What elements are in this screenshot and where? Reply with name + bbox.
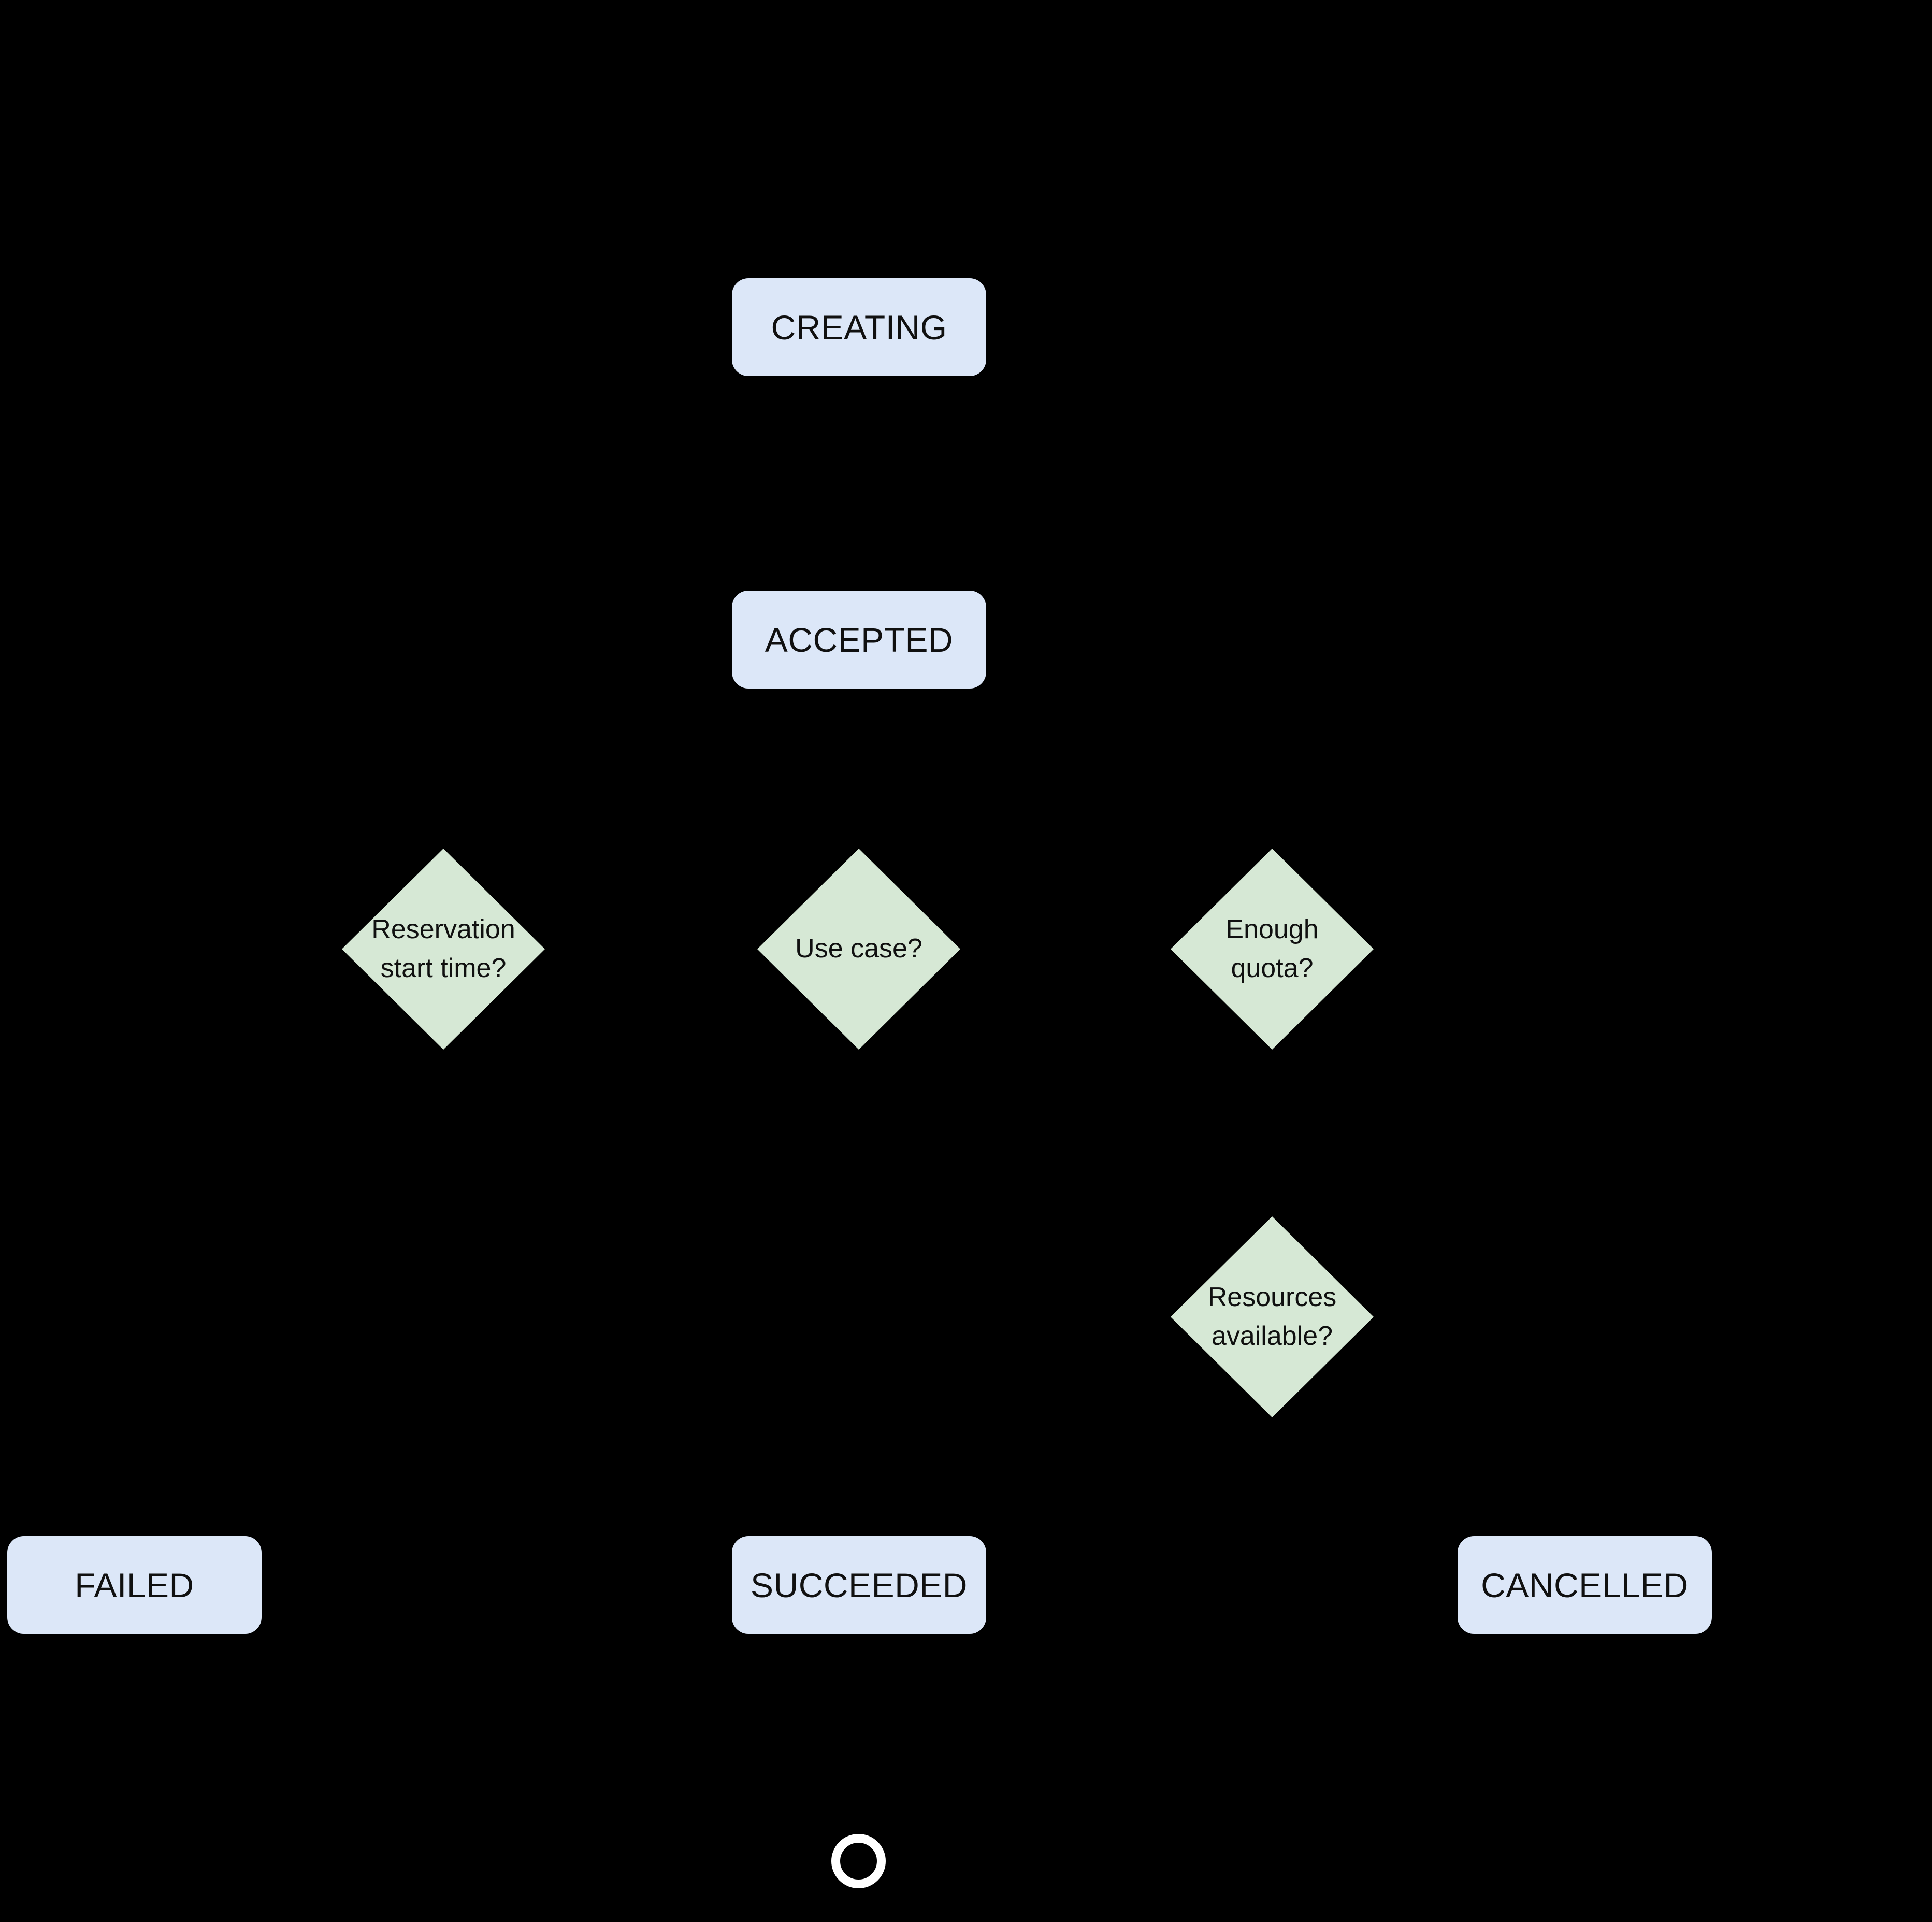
state-node-creating[interactable]: CREATING [732, 278, 986, 376]
edge-failed-to-end [133, 1634, 861, 1834]
terminal-end-node[interactable] [831, 1834, 886, 1888]
decision-node-reservation-start-time[interactable]: Reservation start time? [342, 849, 545, 1050]
decision-node-use-case[interactable]: Use case? [757, 849, 960, 1050]
decision-label: Reservation start time? [371, 914, 515, 983]
edge-cancelled-to-end [859, 1634, 1587, 1763]
state-node-accepted[interactable]: ACCEPTED [732, 591, 986, 689]
decision-node-resources-available[interactable]: Resources available? [1171, 1216, 1374, 1417]
edge-accepted-to-enough-quota [857, 689, 1274, 849]
state-node-succeeded[interactable]: SUCCEEDED [732, 1536, 986, 1634]
decision-label: Resources available? [1207, 1282, 1337, 1351]
decision-node-enough-quota[interactable]: Enough quota? [1171, 849, 1374, 1050]
edge-reservation-start-time-to-failed [133, 1050, 445, 1536]
edge-resources-available-to-cancelled [1270, 1417, 1587, 1536]
state-node-failed[interactable]: FAILED [7, 1536, 262, 1634]
edge-accepted-to-reservation-start-time [441, 689, 861, 849]
decision-label: Use case? [795, 934, 922, 964]
state-node-cancelled[interactable]: CANCELLED [1458, 1536, 1712, 1634]
decision-label: Enough quota? [1225, 914, 1319, 983]
